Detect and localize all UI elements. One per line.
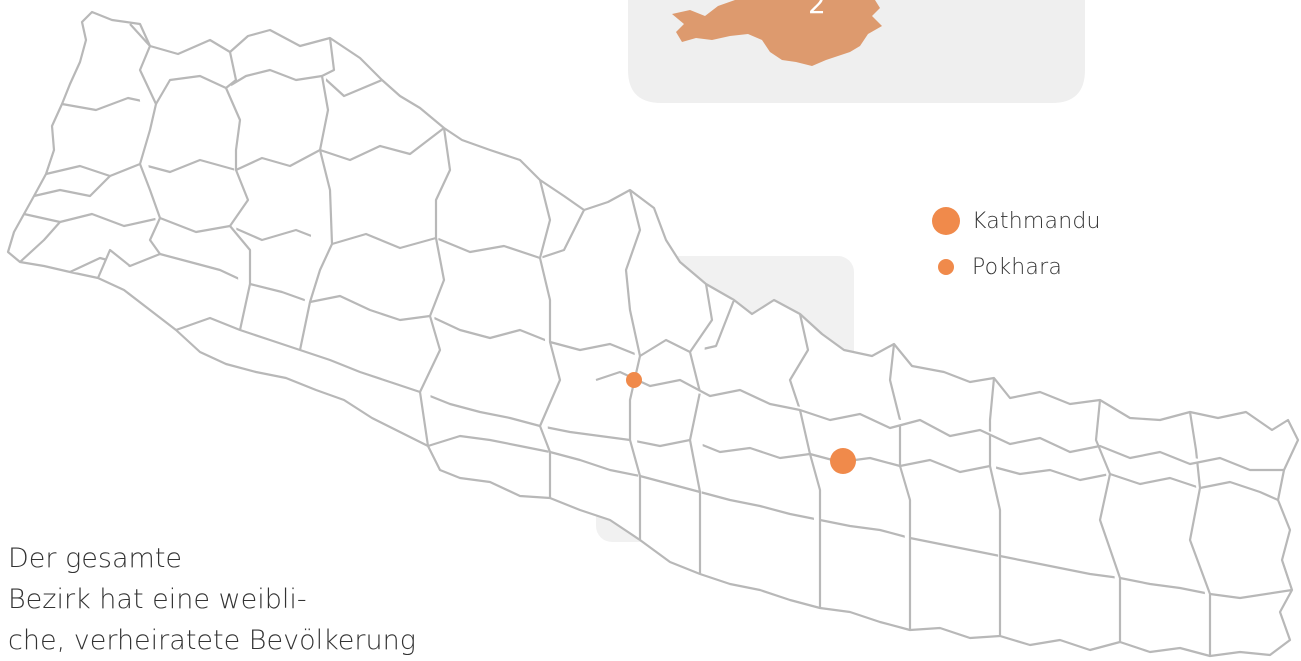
- district-boundary: [788, 313, 822, 608]
- large-dot-icon: [932, 207, 960, 235]
- district-boundary: [298, 37, 336, 351]
- legend-label: Pokhara: [972, 254, 1063, 280]
- district-boundary: [1188, 411, 1212, 656]
- legend-item-pokhara: Pokhara: [932, 250, 1101, 284]
- caption-line: Der gesamte: [8, 543, 183, 574]
- caption-line: Bezirk hat eine weibli-: [8, 584, 307, 615]
- legend: Kathmandu Pokhara: [932, 204, 1101, 284]
- district-boundary: [175, 316, 1279, 502]
- city-marker-pokhara: [626, 372, 642, 388]
- caption-text: Der gesamte Bezirk hat eine weibli- che,…: [8, 538, 528, 661]
- district-boundary: [1094, 399, 1122, 642]
- small-dot-icon: [938, 259, 954, 275]
- district-boundary: [129, 23, 162, 255]
- district-boundary: [624, 189, 642, 540]
- district-boundary: [418, 127, 452, 447]
- inset-district-shape: [672, 0, 882, 66]
- inset-label: 2: [808, 0, 826, 20]
- city-marker-kathmandu: [830, 448, 856, 474]
- district-boundaries: [6, 10, 1300, 658]
- district-boundary: [595, 370, 1284, 472]
- district-boundary: [224, 51, 252, 331]
- district-boundary: [538, 179, 562, 498]
- caption-line: che, verheiratete Bevölkerung: [8, 625, 416, 656]
- legend-item-kathmandu: Kathmandu: [932, 204, 1101, 238]
- legend-label: Kathmandu: [972, 208, 1101, 234]
- district-boundary: [69, 252, 736, 358]
- district-boundary: [19, 175, 131, 279]
- district-boundary: [988, 377, 1002, 636]
- district-boundary: [888, 343, 912, 630]
- district-boundary: [427, 434, 1293, 600]
